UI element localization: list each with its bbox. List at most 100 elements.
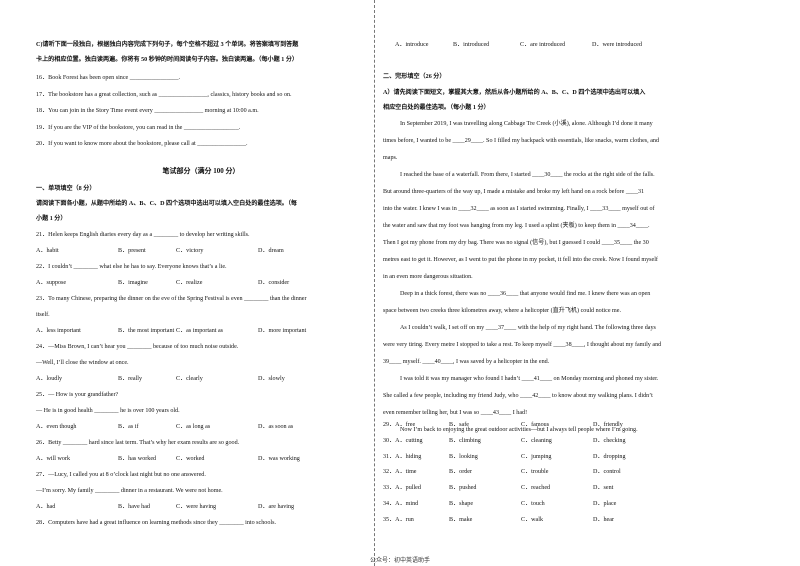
answer-option: A．suppose	[36, 280, 67, 286]
question-stem: 26．Betty ________ hard since last term. …	[36, 440, 240, 446]
section1-instruction: 请阅读下面各小题，从题中所给的 A、B、C、D 四个选项中选出可以填入空白处的最…	[36, 201, 298, 207]
listening-sentence: 16．Book Forest has been open since _____…	[36, 75, 181, 81]
question-stem: —I’m sorry. My family ________ dinner in…	[36, 488, 223, 494]
cloze-option: B．looking	[449, 453, 478, 460]
cloze-option: C．famous	[521, 422, 550, 428]
answer-option: C．realize	[176, 280, 203, 286]
passage-line: I was told it was my manager who found I…	[400, 376, 659, 382]
cloze-option: B．safe	[449, 422, 469, 428]
answer-option: D．was working	[258, 456, 300, 462]
section2-title: 二、完形填空（26 分）	[383, 74, 446, 80]
passage-line: times before, I wanted to be ____29____.…	[383, 138, 660, 144]
answer-option: C．worked	[176, 456, 205, 462]
answer-option: A．habit	[36, 248, 59, 254]
cloze-option: B．order	[449, 469, 473, 476]
passage-line: 39____ myself. ____40____, I was saved b…	[383, 359, 550, 365]
answer-option: C．are introduced	[520, 42, 566, 48]
answer-option: B．really	[118, 376, 143, 382]
cloze-option: B．climbing	[449, 437, 481, 444]
answer-option: B．imagine	[118, 280, 148, 286]
answer-option: B．have had	[118, 504, 150, 510]
answer-option: C．as long as	[176, 424, 211, 430]
passage-line: But around three-quarters of the way up,…	[383, 189, 645, 195]
section2-instruction: A）请先阅读下面短文，掌握其大意，然后从各小题所给的 A、B、C、D 四个选项中…	[383, 90, 646, 96]
cloze-option: D．checking	[593, 437, 626, 444]
written-section-title: 笔试部分（满分 100 分）	[162, 167, 240, 175]
question-stem: 22．I couldn’t ________ what else he has …	[36, 264, 227, 270]
answer-option: B．introduced	[453, 42, 490, 48]
listening-sentence: 20．If you want to know more about the bo…	[36, 141, 248, 147]
cloze-option: 33．A．pulled	[383, 485, 421, 492]
answer-option: C．were having	[176, 504, 217, 510]
section-c-instruction: 卡上的相应位置。独白读两遍。你将有 50 秒钟的时间阅读句子内容。独白读两遍。（…	[36, 57, 299, 63]
cloze-option: D．dropping	[593, 453, 626, 460]
cloze-option: 34．A．mind	[383, 501, 419, 507]
section-c-instruction: C)请听下面一段独白，根据独白内容完成下列句子，每个空格不超过 3 个单词。将答…	[36, 42, 299, 48]
answer-option: D．slowly	[258, 376, 285, 382]
cloze-option: 35．A．run	[383, 516, 414, 523]
question-stem: 24．—Miss Brown, I can’t hear you _______…	[36, 344, 239, 350]
passage-line: Then I got my phone from my dry bag. The…	[383, 240, 649, 246]
cloze-option: D．control	[593, 469, 621, 476]
cloze-option: 32．A．time	[383, 469, 417, 476]
answer-option: A．less important	[36, 328, 81, 334]
answer-option: D．dream	[258, 248, 284, 254]
answer-option: A．loudly	[36, 376, 63, 382]
question-stem: — He is in good health ________ he is ov…	[36, 408, 180, 414]
cloze-option: C．walk	[521, 516, 544, 523]
answer-option: C．as important as	[176, 328, 224, 334]
answer-option: D．as soon as	[258, 424, 294, 430]
answer-option: B．the most important	[118, 328, 175, 334]
cloze-option: C．trouble	[521, 469, 549, 476]
passage-line: even remember telling her, but I was so …	[383, 410, 528, 416]
answer-option: B．has worked	[118, 456, 157, 462]
cloze-option: C．jumping	[521, 453, 552, 460]
listening-sentence: 17．The bookstore has a great collection,…	[36, 91, 292, 98]
question-stem: 23．To many Chinese, preparing the dinner…	[36, 296, 307, 302]
passage-line: in an even more dangerous situation.	[383, 274, 473, 280]
answer-option: C．clearly	[176, 376, 203, 382]
answer-option: B．present	[118, 248, 146, 254]
cloze-option: D．sent	[593, 485, 614, 492]
cloze-option: C．cleaning	[521, 437, 552, 444]
section2-instruction: 相应空白处的最佳选项。（每小题 1 分）	[383, 105, 490, 111]
answer-option: D．were introduced	[592, 42, 642, 48]
cloze-option: 30．A．cutting	[383, 437, 423, 444]
answer-option: B．as if	[118, 424, 139, 430]
question-stem: 27．—Lucy, I called you at 8 o’clock last…	[36, 472, 206, 478]
cloze-option: D．friendly	[593, 422, 623, 428]
footer-text: 公众号：初中英语助手	[369, 558, 430, 564]
passage-line: Now I’m back to enjoying the great outdo…	[400, 427, 638, 433]
section1-title: 一、单项填空（8 分）	[36, 186, 96, 192]
question-stem: 21．Helen keeps English diaries every day…	[36, 232, 250, 238]
cloze-option: B．shape	[449, 501, 474, 507]
cloze-option: 29．A．free	[383, 422, 416, 428]
cloze-option: B．pushed	[449, 485, 477, 492]
passage-line: the water and saw that my foot was hangi…	[383, 223, 650, 229]
passage-line: As I couldn’t walk, I set off on my ____…	[400, 325, 656, 331]
answer-option: D．more important	[258, 328, 307, 334]
answer-option: A．introduce	[395, 42, 429, 48]
passage-line: Deep in a thick forest, there was no ___…	[400, 291, 651, 297]
answer-option: D．are having	[258, 504, 295, 510]
question-stem: 28．Computers have had a great influence …	[36, 520, 276, 526]
question-stem: —Well, I’ll close the window at once.	[36, 360, 129, 366]
listening-sentence: 18．You can join in the Story Time event …	[36, 108, 259, 114]
passage-line: were very tiring. Every metre I stopped …	[383, 342, 662, 348]
question-stem: itself.	[36, 312, 50, 318]
passage-line: space between two creeks three kilometre…	[383, 308, 622, 314]
question-stem: 25．— How is your grandfather?	[36, 392, 119, 398]
cloze-option: 31．A．hiding	[383, 453, 422, 460]
cloze-option: C．touch	[521, 501, 545, 507]
passage-line: into the water. I knew I was in ____32__…	[383, 206, 655, 212]
section1-instruction: 小题 1 分）	[36, 216, 67, 222]
answer-option: A．will work	[36, 456, 71, 462]
listening-sentence: 19．If you are the VIP of the bookstore, …	[36, 124, 241, 131]
column-divider	[374, 0, 375, 566]
answer-option: A．had	[36, 504, 56, 510]
answer-option: D．consider	[258, 280, 290, 286]
cloze-option: D．place	[593, 501, 617, 507]
answer-option: A．even though	[36, 424, 77, 430]
passage-line: In September 2019, I was travelling alon…	[400, 121, 653, 127]
cloze-option: D．hear	[593, 516, 614, 523]
